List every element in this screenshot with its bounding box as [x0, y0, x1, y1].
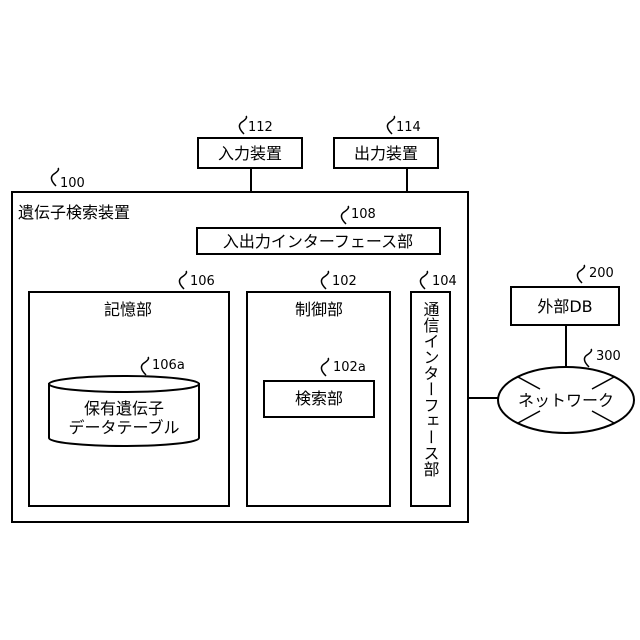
input-ref-leader — [239, 116, 246, 134]
network-label: ネットワーク — [518, 391, 614, 410]
externaldb-ref-leader — [577, 265, 584, 283]
controller-label: 制御部 — [295, 300, 343, 319]
comm-interface-ref: 104 — [432, 274, 457, 289]
device-ref: 100 — [60, 176, 85, 191]
input-device-ref: 112 — [248, 120, 273, 135]
search-unit-label: 検索部 — [295, 389, 343, 408]
io-interface-ref: 108 — [351, 207, 376, 222]
storage-label: 記憶部 — [104, 300, 152, 319]
input-device-label: 入力装置 — [218, 144, 282, 163]
network-ref: 300 — [596, 349, 621, 364]
table-ref: 106a — [152, 358, 185, 373]
output-device-label: 出力装置 — [354, 144, 418, 163]
search-unit-ref: 102a — [333, 360, 366, 375]
storage-ref: 106 — [190, 274, 215, 289]
io-interface-label: 入出力インターフェース部 — [223, 232, 413, 251]
table-label-line1: 保有遺伝子 — [84, 399, 164, 418]
external-db-ref: 200 — [589, 266, 614, 281]
controller-ref: 102 — [332, 274, 357, 289]
device-ref-leader — [51, 168, 58, 186]
device-label: 遺伝子検索装置 — [18, 203, 130, 222]
output-device-ref: 114 — [396, 120, 421, 135]
comm-interface-label: 通信インターフェース部 — [421, 301, 440, 477]
output-ref-leader — [387, 116, 394, 134]
network-ref-leader — [584, 349, 591, 367]
table-label-line2: データテーブル — [68, 418, 179, 437]
external-db-label: 外部DB — [537, 297, 592, 316]
